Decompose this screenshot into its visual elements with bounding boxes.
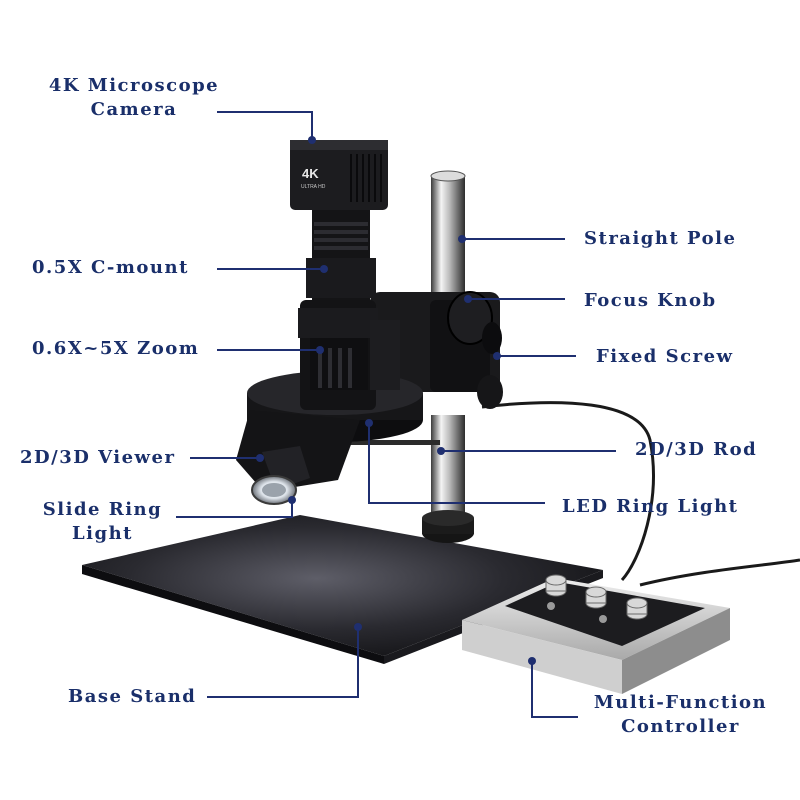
label-slide-ring-line1: Slide Ring bbox=[42, 499, 163, 520]
label-controller-line2: Controller bbox=[621, 716, 740, 737]
4k-camera: 4K ULTRA HD bbox=[290, 140, 388, 210]
label-viewer: 2D/3D Viewer bbox=[20, 447, 176, 468]
label-focus-knob: Focus Knob bbox=[584, 290, 717, 311]
straight-pole bbox=[422, 170, 474, 543]
label-fixed-screw: Fixed Screw bbox=[596, 346, 734, 367]
multi-function-controller bbox=[462, 574, 730, 694]
2d3d-viewer bbox=[236, 410, 360, 505]
controller-cable-2 bbox=[639, 558, 800, 587]
leader-lines bbox=[176, 111, 616, 718]
label-base-stand: Base Stand bbox=[68, 686, 197, 707]
label-slide-ring: Slide Ring Light bbox=[30, 498, 175, 546]
label-slide-ring-line2: Light bbox=[72, 523, 133, 544]
2d3d-rod bbox=[330, 440, 440, 445]
label-rod: 2D/3D Rod bbox=[635, 439, 758, 460]
focus-mount bbox=[370, 291, 503, 409]
label-zoom: 0.6X~5X Zoom bbox=[32, 338, 200, 359]
leader-base bbox=[207, 627, 359, 698]
label-straight-pole: Straight Pole bbox=[584, 228, 737, 249]
leader-controller bbox=[531, 661, 578, 718]
label-camera: 4K Microscope Camera bbox=[44, 74, 224, 122]
label-cmount: 0.5X C-mount bbox=[32, 257, 189, 278]
label-camera-line2: Camera bbox=[90, 99, 178, 120]
leader-dots bbox=[256, 136, 536, 665]
camera-badge-mark: 4K bbox=[302, 166, 319, 181]
label-led-ring: LED Ring Light bbox=[562, 496, 739, 517]
leader-camera bbox=[217, 111, 313, 140]
label-controller: Multi-Function Controller bbox=[588, 691, 773, 739]
label-camera-line1: 4K Microscope bbox=[48, 75, 220, 96]
leader-led bbox=[368, 423, 545, 504]
leader-slide-ring bbox=[176, 500, 293, 518]
controller-cable bbox=[481, 401, 655, 582]
c-mount-adapter bbox=[306, 210, 376, 300]
label-controller-line1: Multi-Function bbox=[593, 692, 768, 713]
camera-badge-sub: ULTRA HD bbox=[301, 184, 326, 190]
